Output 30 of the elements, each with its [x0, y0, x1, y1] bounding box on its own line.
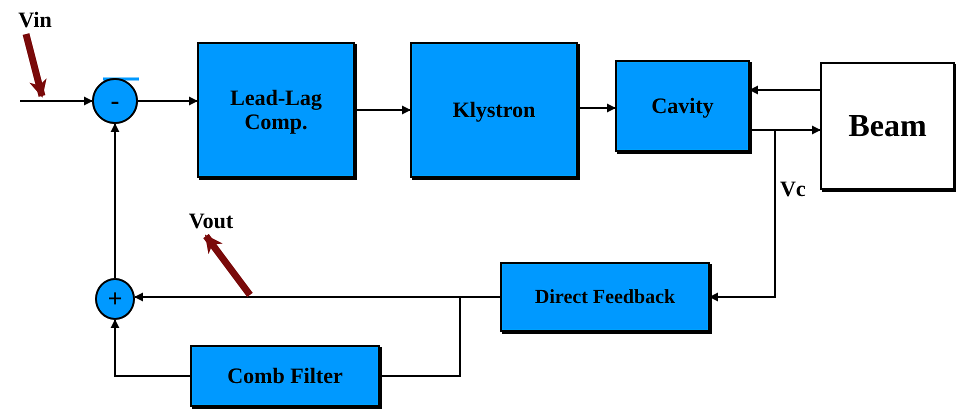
- process-block: [500, 262, 710, 332]
- process-block: [615, 60, 750, 152]
- block-label: Comb Filter: [227, 364, 343, 388]
- block-label: Direct Feedback: [534, 286, 676, 308]
- probe-arrow: [22, 33, 47, 98]
- operator-sign: -: [110, 86, 120, 116]
- summing-junction: [95, 278, 135, 320]
- signal-arrow: [749, 86, 820, 94]
- block-label: Lead-Lag Comp.: [229, 86, 323, 134]
- process-block: [190, 345, 380, 407]
- signal-arrow: [110, 319, 190, 377]
- summing-junction: [92, 78, 138, 124]
- signal-arrow: [110, 123, 120, 278]
- block-label: Cavity: [651, 94, 714, 118]
- signal-arrow: [709, 129, 776, 302]
- signal-label: Vin: [8, 6, 62, 34]
- operator-sign: +: [108, 284, 122, 314]
- signal-arrow: [750, 126, 821, 134]
- signal-arrow: [20, 96, 93, 106]
- process-block: [197, 42, 355, 178]
- process-block: [410, 42, 578, 178]
- block-label: Beam: [848, 108, 927, 144]
- block-label: Klystron: [452, 98, 536, 122]
- probe-arrow: [203, 234, 253, 298]
- signal-arrow: [578, 104, 616, 112]
- signal-arrow: [355, 106, 411, 114]
- signal-label: Vc: [780, 176, 806, 202]
- signal-label: Vout: [176, 206, 246, 236]
- signal-arrow: [138, 96, 198, 106]
- process-block: [820, 62, 955, 190]
